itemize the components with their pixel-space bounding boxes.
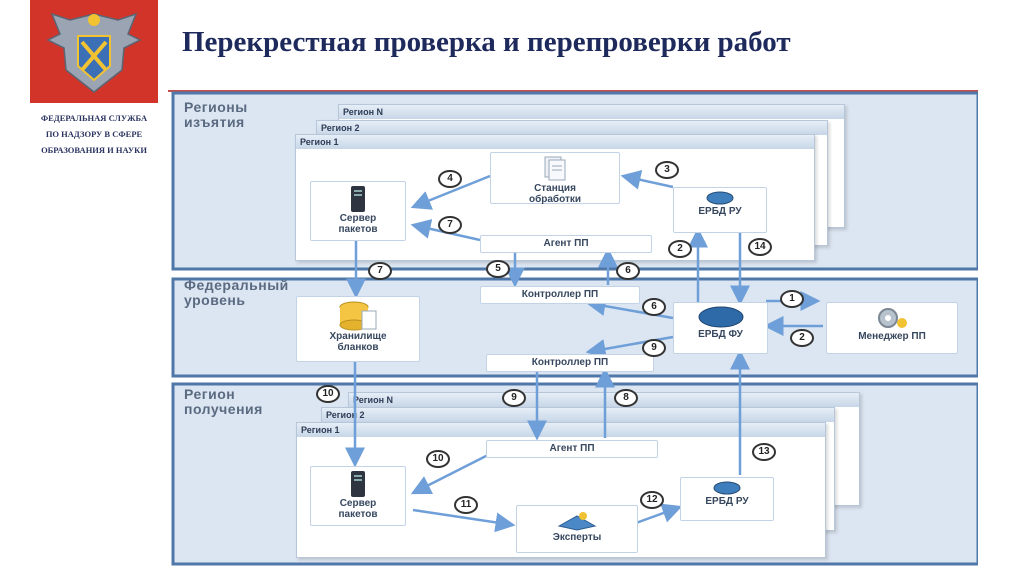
node-experts-label: Эксперты	[552, 532, 602, 543]
region-1-top-title: Регион 1	[296, 135, 814, 149]
documents-icon	[544, 156, 566, 181]
step-8-label: 8	[623, 392, 629, 403]
region-2-top-title: Регион 2	[317, 121, 827, 135]
step-10a: 10	[316, 385, 340, 403]
node-erbd-ru-bottom-label: ЕРБД РУ	[705, 496, 749, 507]
step-7a-label: 7	[447, 219, 453, 230]
step-14: 14	[748, 238, 772, 256]
step-7a: 7	[438, 216, 462, 234]
region-1-bottom-title: Регион 1	[297, 423, 825, 437]
step-1: 1	[780, 290, 804, 308]
band-label-federal-text: Федеральный уровень	[184, 277, 289, 308]
step-2a: 2	[668, 240, 692, 258]
step-7b: 7	[368, 262, 392, 280]
database-icon	[698, 306, 743, 328]
node-erbd-ru-bottom: ЕРБД РУ	[680, 477, 774, 521]
step-13: 13	[752, 443, 776, 461]
step-10b: 10	[426, 450, 450, 468]
node-controller-top: Контроллер ПП	[480, 286, 640, 304]
node-controller-bottom-label: Контроллер ПП	[531, 357, 609, 368]
step-5-label: 5	[495, 263, 501, 274]
step-9b-label: 9	[511, 392, 517, 403]
node-erbd-ru-top-label: ЕРБД РУ	[698, 206, 742, 217]
step-5: 5	[486, 260, 510, 278]
agency-name-line2: ПО НАДЗОРУ В СФЕРЕ	[45, 129, 143, 139]
node-agent-bottom: Агент ПП	[486, 440, 658, 458]
diagram: Регионы изъятия Федеральный уровень Реги…	[168, 90, 978, 572]
gear-icon	[878, 308, 907, 328]
step-14-label: 14	[754, 241, 766, 252]
agency-logo	[30, 0, 158, 103]
band-label-seize: Регионы изъятия	[184, 100, 248, 130]
node-erbd-fu: ЕРБД ФУ	[673, 302, 768, 354]
step-9a: 9	[642, 339, 666, 357]
band-label-receive: Регион получения	[184, 387, 263, 417]
node-manager: Менеджер ПП	[826, 302, 958, 354]
region-n-bottom-title: Регион N	[349, 393, 859, 407]
step-2a-label: 2	[677, 243, 683, 254]
experts-icon	[557, 512, 597, 531]
band-label-seize-text: Регионы изъятия	[184, 99, 248, 130]
step-11: 11	[454, 496, 478, 514]
step-2b: 2	[790, 329, 814, 347]
agency-name: ФЕДЕРАЛЬНАЯ СЛУЖБА ПО НАДЗОРУ В СФЕРЕ ОБ…	[30, 110, 158, 158]
step-3-label: 3	[664, 164, 670, 175]
step-10a-label: 10	[322, 388, 334, 399]
node-package-server-bottom: Сервер пакетов	[310, 466, 406, 526]
node-controller-top-label: Контроллер ПП	[521, 289, 599, 300]
title-divider	[168, 90, 978, 92]
node-experts: Эксперты	[516, 505, 638, 553]
node-processing-station-label: Станция обработки	[528, 183, 582, 205]
node-controller-bottom: Контроллер ПП	[486, 354, 654, 372]
storage-icon	[339, 301, 377, 331]
agency-name-line3: ОБРАЗОВАНИЯ И НАУКИ	[41, 145, 147, 155]
database-icon	[713, 481, 741, 495]
step-6b: 6	[642, 298, 666, 316]
step-6a: 6	[616, 262, 640, 280]
node-form-storage: Хранилище бланков	[296, 296, 420, 362]
step-13-label: 13	[758, 446, 770, 457]
step-12: 12	[640, 491, 664, 509]
slide-title: Перекрестная проверка и перепроверки раб…	[182, 26, 791, 58]
step-3: 3	[655, 161, 679, 179]
database-icon	[706, 191, 734, 205]
node-package-server-top-label: Сервер пакетов	[338, 213, 378, 235]
band-label-federal: Федеральный уровень	[184, 278, 289, 308]
band-label-receive-text: Регион получения	[184, 386, 263, 417]
step-10b-label: 10	[432, 453, 444, 464]
node-package-server-top: Сервер пакетов	[310, 181, 406, 241]
node-erbd-fu-label: ЕРБД ФУ	[698, 329, 743, 340]
step-6a-label: 6	[625, 265, 631, 276]
node-agent-top: Агент ПП	[480, 235, 652, 253]
server-icon	[351, 471, 365, 497]
region-n-top-title: Регион N	[339, 105, 844, 119]
step-4: 4	[438, 170, 462, 188]
server-icon	[351, 186, 365, 212]
node-manager-label: Менеджер ПП	[858, 331, 926, 342]
node-erbd-ru-top: ЕРБД РУ	[673, 187, 767, 233]
step-1-label: 1	[789, 293, 795, 304]
step-11-label: 11	[460, 499, 472, 510]
node-processing-station: Станция обработки	[490, 152, 620, 205]
node-agent-top-label: Агент ПП	[543, 238, 589, 249]
node-form-storage-label: Хранилище бланков	[329, 331, 387, 353]
step-6b-label: 6	[651, 301, 657, 312]
step-2b-label: 2	[799, 332, 805, 343]
step-8: 8	[614, 389, 638, 407]
node-agent-bottom-label: Агент ПП	[549, 443, 595, 454]
step-9b: 9	[502, 389, 526, 407]
step-9a-label: 9	[651, 342, 657, 353]
step-4-label: 4	[447, 173, 453, 184]
node-package-server-bottom-label: Сервер пакетов	[338, 498, 378, 520]
step-12-label: 12	[646, 494, 658, 505]
agency-name-line1: ФЕДЕРАЛЬНАЯ СЛУЖБА	[40, 113, 148, 123]
step-7b-label: 7	[377, 265, 383, 276]
region-2-bottom-title: Регион 2	[322, 408, 834, 422]
